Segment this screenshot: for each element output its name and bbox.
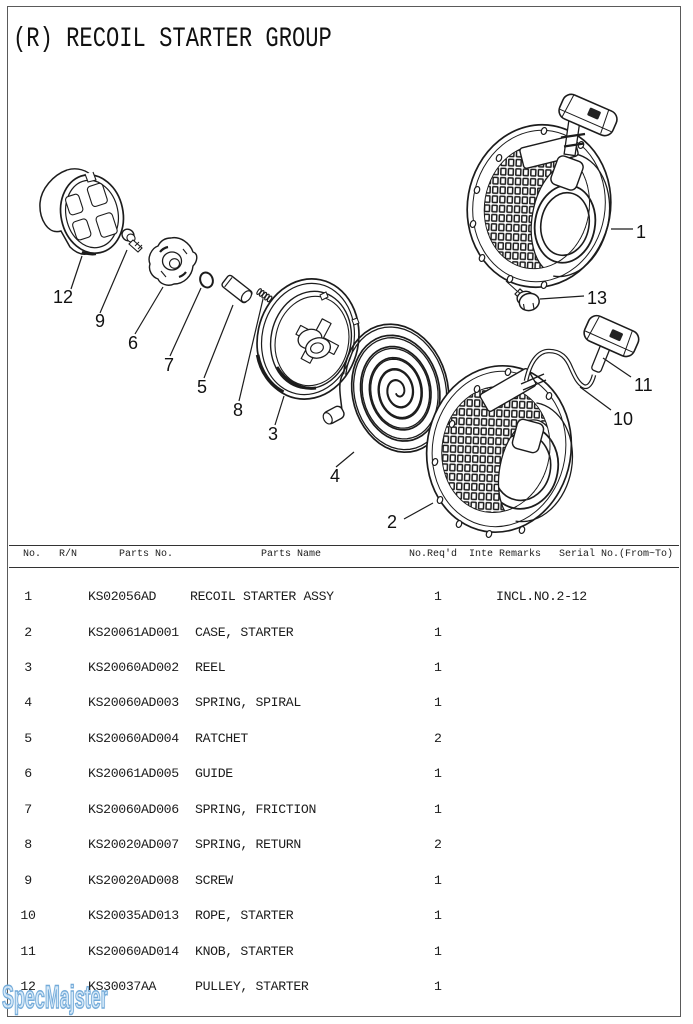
svg-text:13: 13 [587, 288, 607, 308]
svg-text:8: 8 [233, 400, 243, 420]
svg-text:10: 10 [613, 409, 633, 429]
svg-text:1: 1 [636, 222, 646, 242]
svg-text:12: 12 [53, 287, 73, 307]
svg-text:5: 5 [197, 377, 207, 397]
svg-text:11: 11 [634, 375, 653, 395]
svg-text:4: 4 [330, 466, 340, 486]
svg-text:9: 9 [95, 311, 105, 331]
svg-text:2: 2 [387, 512, 397, 532]
svg-text:7: 7 [164, 355, 174, 375]
svg-text:6: 6 [128, 333, 138, 353]
svg-text:3: 3 [268, 424, 278, 444]
